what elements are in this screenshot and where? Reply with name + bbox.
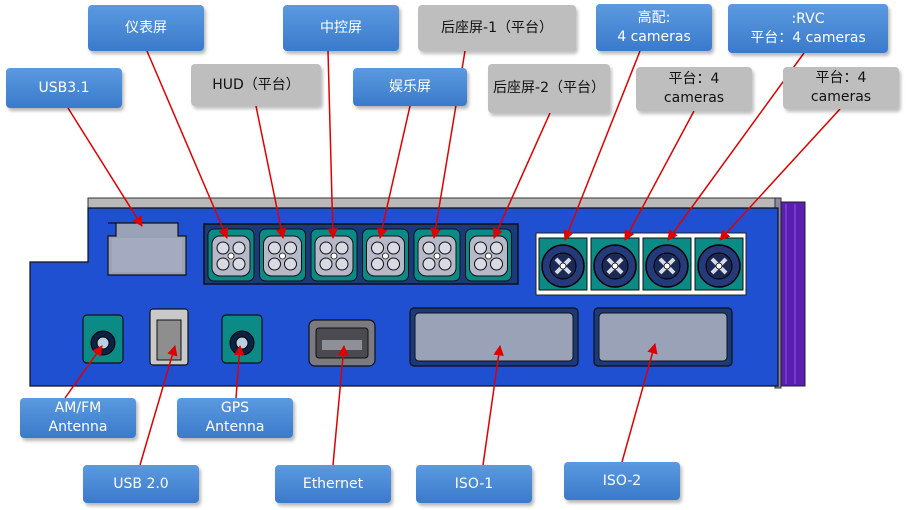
arrow-platform4b xyxy=(719,108,841,241)
label-high-config-cameras: 高配: 4 cameras xyxy=(596,4,712,51)
ethernet-port xyxy=(308,319,376,367)
label-platform-cameras-b: 平台：4 cameras xyxy=(783,67,899,109)
arrow-rvc xyxy=(667,52,805,241)
camera-connector-3 xyxy=(642,237,692,291)
display-connector-bank xyxy=(203,223,519,285)
arrow-high4cam xyxy=(563,50,641,241)
label-rear-display-1: 后座屏-1（平台） xyxy=(418,5,576,51)
arrow-iso1 xyxy=(482,344,504,466)
label-rear-display-2: 后座屏-2（平台） xyxy=(488,64,610,113)
display-connector-center xyxy=(310,228,358,282)
arrow-iso2 xyxy=(621,342,658,463)
label-cluster-display: 仪表屏 xyxy=(88,5,204,51)
camera-connector-2 xyxy=(590,237,640,291)
label-ethernet: Ethernet xyxy=(275,465,391,503)
display-connector-rear-1 xyxy=(413,228,461,282)
arrow-entertainment xyxy=(376,105,411,240)
arrow-usb31 xyxy=(67,107,143,227)
arrow-cluster xyxy=(146,50,229,239)
camera-connector-4 xyxy=(694,237,744,291)
callout-arrows xyxy=(64,50,841,466)
display-connector-rear-2 xyxy=(465,228,512,282)
arrow-rear2 xyxy=(493,112,551,239)
iso2-port xyxy=(593,307,733,367)
arrow-gps xyxy=(234,344,245,399)
label-gps-antenna: GPS Antenna xyxy=(177,398,293,438)
display-connector-cluster xyxy=(207,228,255,282)
label-platform-cameras-a: 平台：4 cameras xyxy=(636,67,752,111)
display-connector-hud xyxy=(259,228,306,282)
usb20-port xyxy=(149,308,189,366)
label-rvc-cameras: :RVC 平台：4 cameras xyxy=(728,4,888,53)
side-plate xyxy=(780,201,806,387)
camera-connector-bank xyxy=(535,232,747,296)
arrow-center xyxy=(327,50,338,240)
gps-antenna-port xyxy=(221,314,263,364)
arrow-ethernet xyxy=(332,344,349,466)
label-center-display: 中控屏 xyxy=(283,5,399,51)
amfm-antenna-port xyxy=(82,314,124,364)
label-amfm-antenna: AM/FM Antenna xyxy=(20,398,136,438)
label-usb31: USB3.1 xyxy=(6,68,122,108)
iso1-port xyxy=(409,307,579,367)
camera-connector-1 xyxy=(538,237,588,291)
label-usb20: USB 2.0 xyxy=(83,465,199,503)
arrow-amfm xyxy=(64,345,103,399)
label-iso1: ISO-1 xyxy=(416,465,532,503)
label-hud: HUD（平台） xyxy=(191,64,321,106)
arrow-usb20 xyxy=(139,344,178,466)
usb31-port xyxy=(107,222,187,276)
display-connector-entertainment xyxy=(362,228,409,282)
arrow-hud xyxy=(255,105,287,240)
arrow-platform4a xyxy=(624,110,695,241)
label-entertainment-display: 娱乐屏 xyxy=(353,68,467,106)
label-iso2: ISO-2 xyxy=(564,462,680,500)
